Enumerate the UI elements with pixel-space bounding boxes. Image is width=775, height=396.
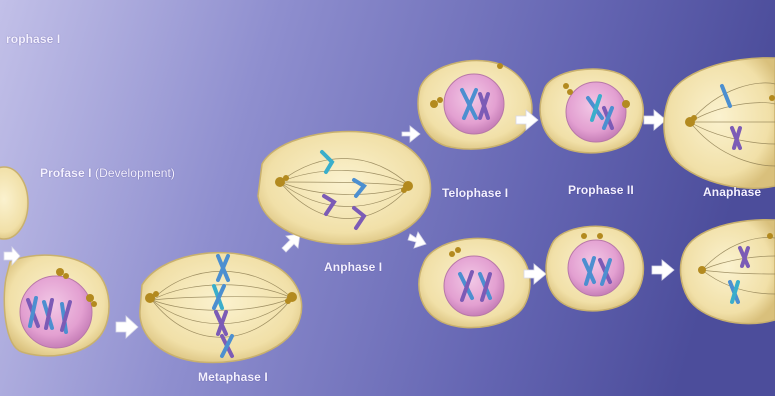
- cell-prophase-ii-top: [540, 69, 643, 153]
- label-prophase-ii: Prophase II: [568, 183, 634, 197]
- label-profase-i-detail: (Development): [92, 166, 175, 180]
- label-prophase-i: rophase I: [6, 32, 60, 46]
- cell-anaphase-i: [258, 132, 431, 245]
- label-profase-i-main: Profase I: [40, 166, 92, 180]
- label-metaphase-i: Metaphase I: [198, 370, 268, 384]
- cell-telophase-i-top: [418, 61, 532, 150]
- cell-profase-i: [4, 255, 109, 356]
- cell-metaphase-i: [140, 253, 302, 363]
- label-anphase-i: Anphase I: [324, 260, 382, 274]
- label-profase-i: Profase I (Development): [40, 166, 175, 180]
- cell-prophase-ii-bottom: [546, 226, 643, 311]
- cell-telophase-i-bottom: [419, 238, 530, 327]
- label-telophase-i: Telophase I: [442, 186, 508, 200]
- label-anaphase: Anaphase: [703, 185, 761, 199]
